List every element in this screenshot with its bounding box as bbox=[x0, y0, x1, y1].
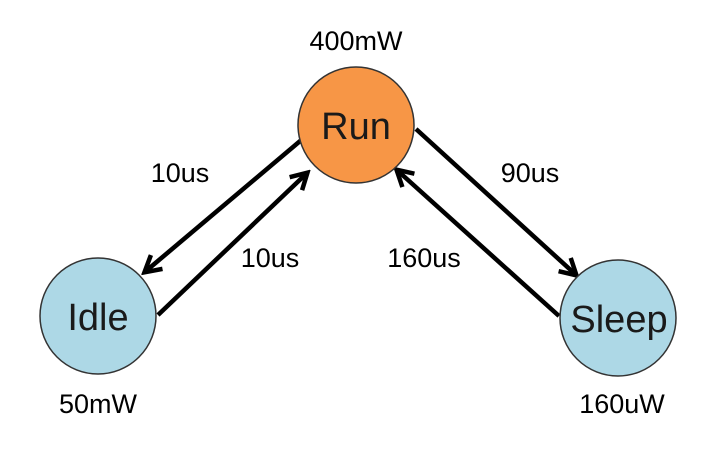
state-idle: Idle bbox=[39, 257, 157, 375]
arrow-idle-to-run bbox=[156, 174, 306, 317]
state-sleep: Sleep bbox=[559, 259, 677, 377]
arrow-run-to-sleep bbox=[414, 127, 575, 274]
power-label-run: 400mW bbox=[309, 26, 403, 56]
arrow-sleep-to-run bbox=[398, 171, 561, 318]
state-run-circle bbox=[297, 66, 415, 184]
arrow-run-to-idle bbox=[146, 129, 314, 271]
latency-label-sleep-to-run: 160us bbox=[387, 243, 461, 273]
power-label-idle: 50mW bbox=[59, 389, 138, 419]
state-sleep-label: Sleep bbox=[570, 299, 667, 341]
state-idle-label: Idle bbox=[67, 297, 128, 339]
state-idle-circle bbox=[39, 257, 157, 375]
power-label-sleep: 160uW bbox=[579, 389, 665, 419]
state-run: Run bbox=[297, 66, 415, 184]
state-sleep-circle bbox=[559, 259, 677, 377]
latency-label-idle-to-run: 10us bbox=[241, 243, 300, 273]
latency-label-run-to-idle: 10us bbox=[151, 158, 210, 188]
latency-label-run-to-sleep: 90us bbox=[501, 158, 560, 188]
state-run-label: Run bbox=[321, 106, 391, 148]
